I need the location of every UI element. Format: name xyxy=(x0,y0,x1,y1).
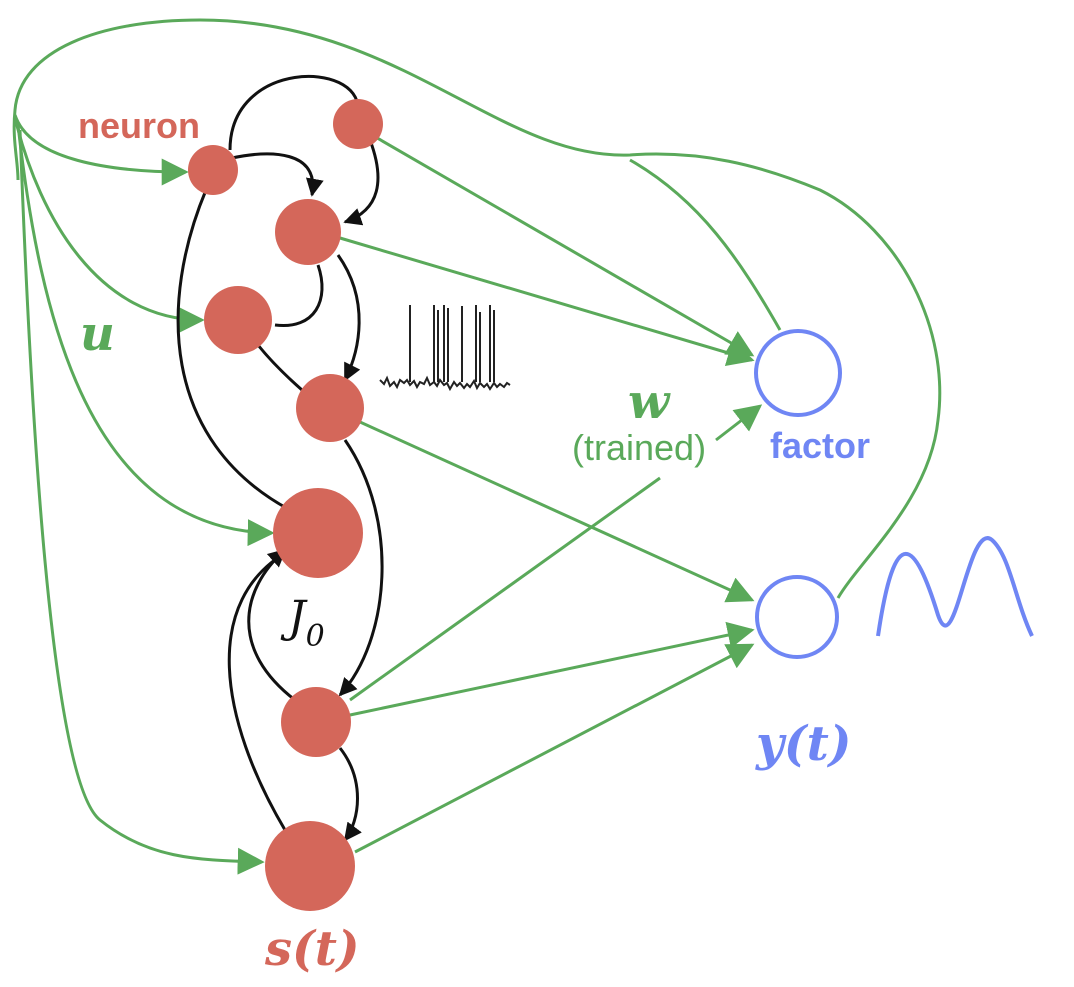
neuron-population xyxy=(188,99,383,911)
readout-line xyxy=(349,476,661,702)
input-line-neuron-4 xyxy=(13,117,205,334)
recurrent-line xyxy=(247,548,296,702)
readout-line xyxy=(349,621,755,717)
input-connections xyxy=(12,18,942,875)
readout-line xyxy=(371,133,755,357)
recurrent-line xyxy=(338,747,362,842)
output-node xyxy=(755,575,839,659)
state-label: s(t) xyxy=(264,921,360,977)
neuron-node xyxy=(333,99,383,149)
feedback-loop-line xyxy=(12,18,942,599)
neuron-node xyxy=(265,821,355,911)
recurrent-line xyxy=(338,439,384,697)
readout-line xyxy=(359,420,755,603)
neuron-node xyxy=(275,199,341,265)
recurrent-line xyxy=(231,152,324,197)
neuron-node xyxy=(273,488,363,578)
recurrent-line xyxy=(228,74,360,151)
spike-trace-icon xyxy=(379,305,511,392)
recurrent-connections xyxy=(176,74,384,842)
recurrent-line xyxy=(227,548,291,831)
readout-line xyxy=(339,236,755,367)
readout-line xyxy=(715,404,763,442)
trained-label: (trained) xyxy=(572,427,706,468)
neuron-node xyxy=(188,145,238,195)
neuron-label: neuron xyxy=(78,105,200,146)
readout-weights-label: w xyxy=(628,374,671,430)
recurrent-line xyxy=(256,344,303,392)
recurrent-weights-label: J0 xyxy=(280,592,325,654)
factor-label: factor xyxy=(770,425,870,466)
input-line-neuron-6 xyxy=(16,124,275,547)
input-weights-label: u xyxy=(80,306,115,362)
readout-connections xyxy=(339,133,763,854)
neuron-node xyxy=(281,687,351,757)
readout-line xyxy=(354,643,755,854)
recurrent-line xyxy=(274,264,324,328)
output-nodes xyxy=(754,329,842,659)
input-line-neuron-8 xyxy=(18,129,265,875)
factor-node xyxy=(754,329,842,417)
sine-wave-icon xyxy=(876,536,1034,637)
neuron-node xyxy=(296,374,364,442)
recurrent-line xyxy=(343,139,380,226)
feedback-loop-line xyxy=(629,158,782,331)
input-line-neuron-1 xyxy=(13,114,189,186)
output-label: y(t) xyxy=(755,716,851,772)
neuron-node xyxy=(204,286,272,354)
recurrent-line xyxy=(336,254,361,382)
recurrent-line xyxy=(176,171,291,512)
